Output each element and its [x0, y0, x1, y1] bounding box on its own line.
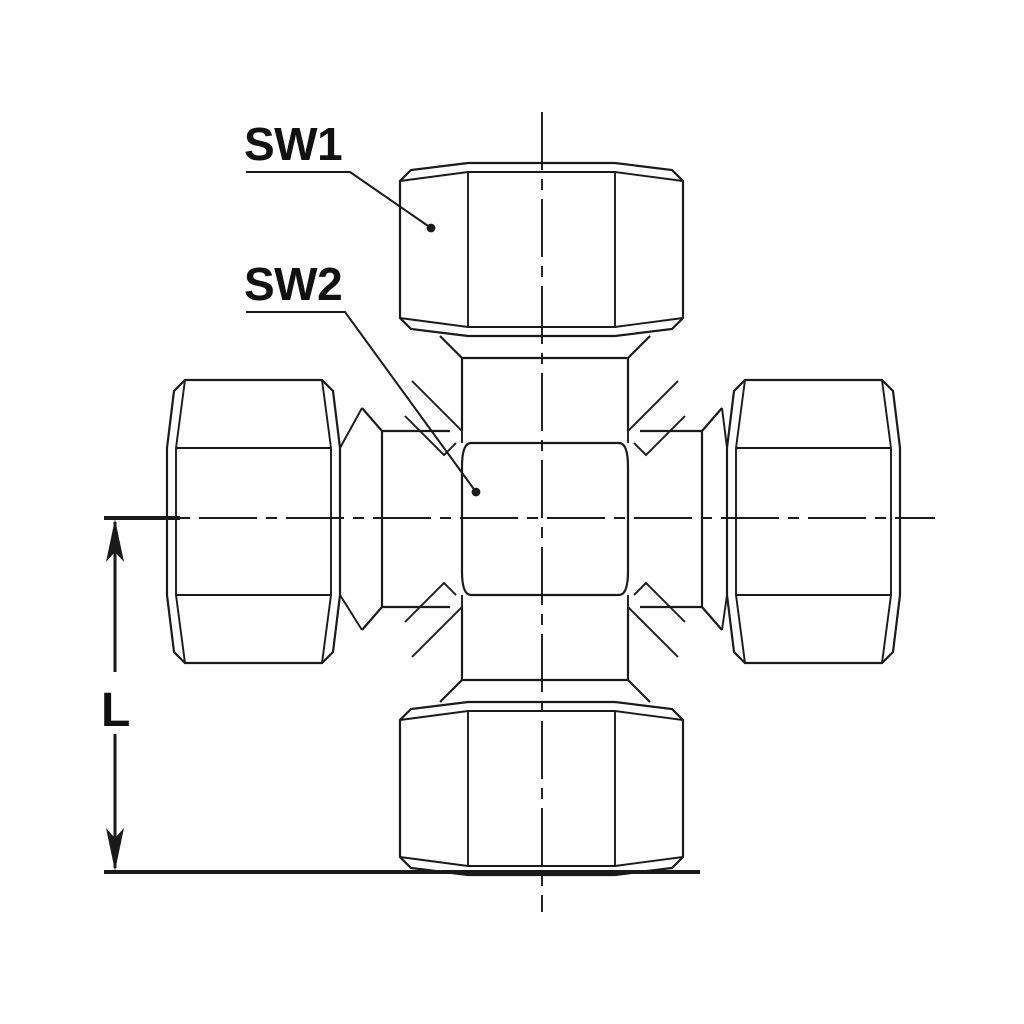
chamfer-bottom-right-b	[633, 581, 686, 623]
sw1-label: SW1	[244, 118, 342, 170]
length-dimension: L	[101, 516, 700, 874]
right-hex-nut-body	[725, 378, 902, 665]
left-nut-neck-face-b	[339, 594, 363, 631]
top-taper-left	[439, 335, 463, 359]
left-nut-neck-face	[339, 407, 363, 449]
left-taper-bottom	[361, 606, 383, 631]
dim-arrow-down	[106, 828, 124, 871]
left-hex-chamfer-left	[175, 379, 186, 664]
dim-arrow-up	[106, 519, 124, 562]
body-outline	[460, 441, 630, 597]
center-body	[460, 441, 630, 597]
top-taper-right	[627, 335, 651, 359]
sw2-label: SW2	[244, 258, 342, 310]
right-taper-top	[701, 407, 723, 432]
left-hex-nut-body	[165, 378, 342, 665]
sw1-leader-dot	[426, 223, 436, 233]
chamfer-bottom-right-a	[627, 606, 679, 658]
chamfer-top-left-a	[411, 380, 463, 432]
chamfer-bottom-left-b	[404, 581, 457, 623]
right-port	[640, 378, 902, 665]
top-port	[398, 161, 685, 431]
top-hex-chamfer-lower	[399, 317, 684, 328]
right-hex-chamfer-left	[735, 379, 746, 664]
left-hex-chamfer-right	[321, 379, 332, 664]
right-nut-neck-face-b	[721, 594, 728, 631]
right-neck	[640, 429, 704, 609]
centerlines	[112, 112, 935, 912]
bottom-hex-chamfer-upper	[399, 710, 684, 721]
sw1-leader-line	[246, 171, 432, 229]
bottom-port	[398, 607, 685, 877]
left-port	[165, 378, 450, 665]
chamfer-top-right-b	[633, 415, 686, 457]
right-taper-bottom	[701, 606, 723, 631]
sw1-annotation: SW1	[244, 118, 436, 233]
length-dimension-label: L	[101, 684, 130, 737]
bottom-hex-chamfer-lower	[399, 856, 684, 867]
left-neck	[380, 429, 450, 609]
sw2-annotation: SW2	[244, 258, 481, 497]
chamfer-bottom-left-a	[411, 606, 463, 658]
left-taper-top	[361, 407, 383, 432]
corner-chamfers	[404, 380, 686, 658]
sw2-leader-dot	[471, 487, 481, 497]
chamfer-top-left-b	[404, 415, 457, 457]
right-hex-chamfer-right	[881, 379, 892, 664]
right-nut-neck-face	[721, 407, 728, 449]
top-neck	[460, 356, 630, 431]
bottom-taper-left	[439, 679, 463, 703]
chamfer-top-right-a	[627, 380, 679, 432]
top-hex-chamfer-upper	[399, 171, 684, 182]
sw2-leader-line	[246, 311, 477, 493]
bottom-neck	[460, 607, 630, 682]
bottom-taper-right	[627, 679, 651, 703]
